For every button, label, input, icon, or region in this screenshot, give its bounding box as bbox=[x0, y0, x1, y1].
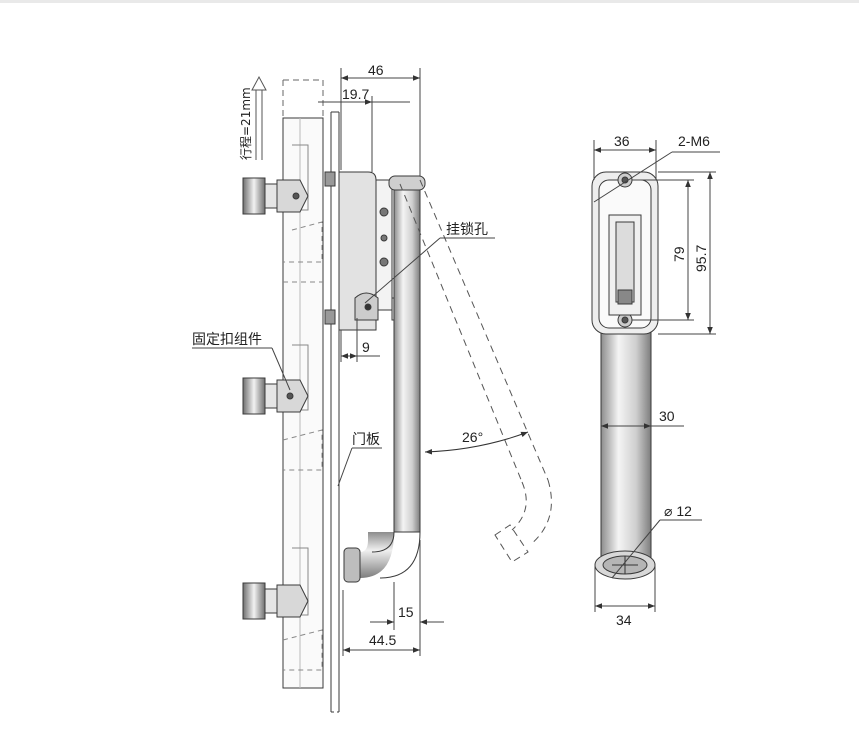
text-labels: 行程=21mm 46 19.7 挂锁孔 固定扣组件 9 门板 26° 15 44… bbox=[192, 62, 710, 648]
top-border bbox=[0, 0, 859, 3]
dim-46-text: 46 bbox=[368, 62, 384, 78]
dim-9 bbox=[340, 318, 380, 362]
front-tube bbox=[594, 329, 656, 580]
dim-34 bbox=[594, 565, 656, 612]
dim-15-text: 15 bbox=[398, 604, 414, 620]
thread-2m6-text: 2-M6 bbox=[678, 133, 710, 149]
leader-d12 bbox=[611, 519, 702, 579]
dim-19-7 bbox=[318, 96, 410, 172]
front-view bbox=[591, 140, 720, 612]
dim-19-7-text: 19.7 bbox=[342, 86, 369, 102]
bolt-assembly-1 bbox=[242, 177, 309, 215]
front-housing bbox=[591, 171, 659, 335]
dim-15 bbox=[370, 540, 444, 630]
leader-2m6 bbox=[593, 151, 720, 203]
slide-plate-dashed bbox=[282, 79, 324, 118]
travel-label: 行程=21mm bbox=[238, 87, 253, 160]
door-panel bbox=[330, 111, 340, 713]
padlock-hole-label: 挂锁孔 bbox=[446, 222, 488, 238]
dim-95-7-text: 95.7 bbox=[693, 245, 709, 272]
dim-30-text: 30 bbox=[659, 408, 675, 424]
dim-9-text: 9 bbox=[362, 339, 370, 355]
leader-lines bbox=[192, 237, 495, 487]
dim-79-text: 79 bbox=[671, 246, 687, 262]
diameter-12-text: ⌀ 12 bbox=[664, 503, 692, 519]
dim-46 bbox=[340, 68, 421, 176]
dim-44-5 bbox=[342, 590, 421, 656]
dim-44-5-text: 44.5 bbox=[369, 632, 396, 648]
fixed-buckle-label: 固定扣组件 bbox=[192, 332, 262, 348]
angle-26-text: 26° bbox=[462, 429, 483, 445]
handle-grip bbox=[343, 175, 426, 583]
dim-36 bbox=[593, 140, 657, 180]
bolt-assembly-2 bbox=[242, 377, 309, 415]
door-panel-label: 门板 bbox=[352, 432, 380, 448]
side-view bbox=[192, 68, 552, 713]
bolt-assembly-3 bbox=[242, 582, 309, 620]
angle-arc bbox=[424, 431, 529, 455]
handle-housing bbox=[324, 171, 413, 331]
travel-arrow bbox=[251, 75, 267, 160]
dim-95-7 bbox=[658, 171, 716, 335]
dim-79 bbox=[632, 179, 694, 321]
dim-36-text: 36 bbox=[614, 133, 630, 149]
dim-34-text: 34 bbox=[616, 612, 632, 628]
